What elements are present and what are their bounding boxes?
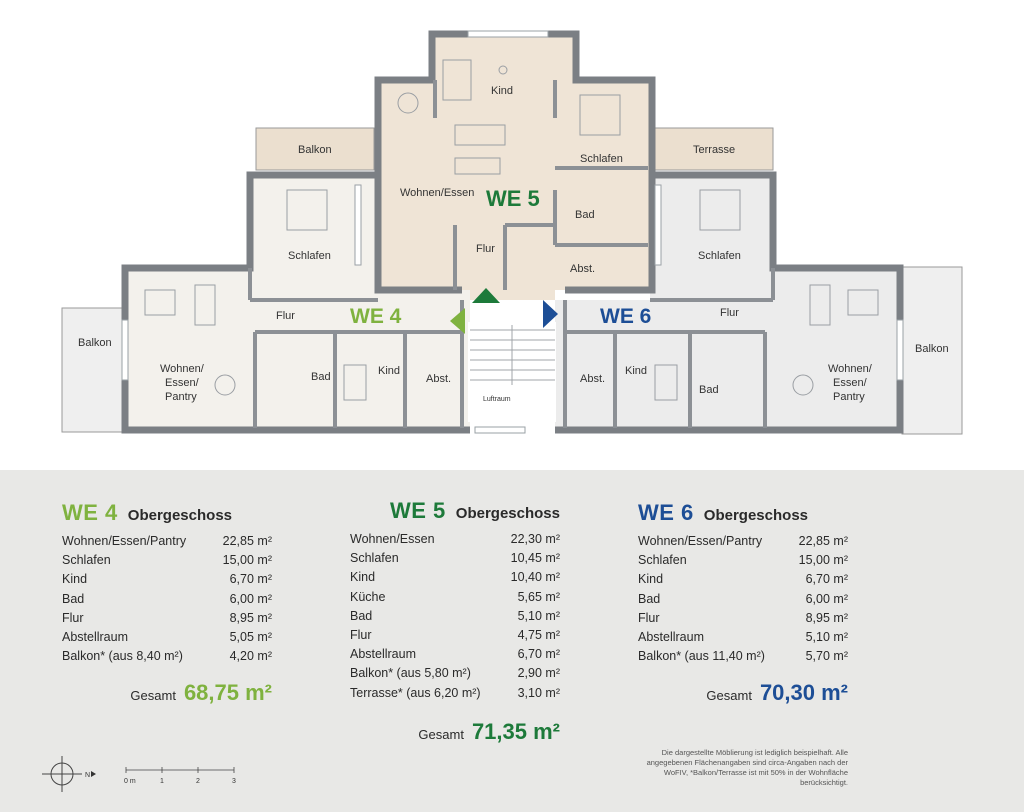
room-label-abst-we4: Abst. [426, 373, 451, 385]
room-label-luftraum: Luftraum [483, 396, 511, 403]
we4-entry-arrow [450, 308, 465, 334]
we4-total: Gesamt 68,75 m² [62, 680, 272, 706]
we5-total-label: Gesamt [418, 726, 464, 742]
we6-heading: WE 6 [638, 500, 694, 525]
terrasse-area [654, 127, 774, 171]
room-label-flur-we6: Flur [720, 307, 739, 319]
table-row: Balkon* (aus 5,80 m²)2,90 m² [350, 666, 560, 681]
we6-floor: Obergeschoss [703, 507, 809, 524]
room-label-kind-top: Kind [491, 85, 513, 97]
room-label-wohnen-we4-1: Wohnen/ [160, 363, 205, 375]
table-row: Balkon* (aus 8,40 m²)4,20 m² [62, 649, 272, 664]
balkon-right-area [901, 266, 963, 435]
we6-total-value: 70,30 m² [759, 680, 848, 706]
room-label-flur-we5: Flur [476, 243, 495, 255]
room-label-wohnen-we4-2: Essen/ [165, 377, 200, 389]
staircase [470, 325, 555, 385]
we5-heading: WE 5 [389, 498, 446, 523]
room-label-schlafen-we6: Schlafen [698, 250, 741, 262]
room-label-wohnen-we6-2: Essen/ [833, 377, 868, 389]
room-label-balkon-left: Balkon [78, 337, 112, 349]
room-label-schlafen-we5: Schlafen [580, 153, 623, 165]
table-row: Terrasse* (aus 6,20 m²)3,10 m² [350, 685, 560, 700]
we5-plan-label: WE 5 [486, 186, 540, 211]
room-label-kind-we4: Kind [378, 365, 400, 377]
area-info-panel [0, 470, 1024, 812]
balkon-left-area [61, 307, 125, 433]
north-label: N [85, 772, 90, 779]
room-label-wohnen-we6-3: Pantry [833, 391, 865, 403]
windows [121, 30, 904, 434]
floor-plan: WE 5 WE 4 WE 6 Kind Wohnen/Essen Schlafe… [61, 30, 963, 435]
scale-label-1: 1 [160, 778, 164, 785]
room-label-abst-we6: Abst. [580, 373, 605, 385]
disclaimer-note: Die dargestellte Möblierung ist lediglic… [646, 748, 848, 787]
scale-label-0: 0 m [124, 778, 136, 785]
scale-bar: N 0 m 1 2 3 [42, 756, 236, 792]
room-label-bad-we6: Bad [699, 384, 719, 396]
furniture [144, 59, 879, 401]
we5-total: Gesamt 71,35 m² [350, 719, 560, 745]
we4-heading: WE 4 [62, 500, 118, 525]
we4-total-value: 68,75 m² [183, 680, 272, 706]
we6-plan-label: WE 6 [600, 305, 651, 328]
room-label-bad-we4: Bad [311, 371, 331, 383]
balkon-top-area [255, 127, 375, 171]
scale-label-3: 3 [232, 778, 236, 785]
room-label-terrasse: Terrasse [693, 144, 735, 156]
room-label-wohnen-essen: Wohnen/Essen [400, 187, 474, 199]
room-label-balkon-right: Balkon [915, 343, 949, 355]
we6-area [555, 178, 902, 430]
we4-area [122, 178, 470, 430]
we5-floor: Obergeschoss [455, 505, 560, 522]
room-label-schlafen-we4: Schlafen [288, 250, 331, 262]
table-row: Balkon* (aus 11,40 m²)5,70 m² [638, 649, 848, 664]
we4-total-label: Gesamt [130, 688, 176, 704]
room-label-kind-we6: Kind [625, 365, 647, 377]
room-label-abst-we5: Abst. [570, 263, 595, 275]
we5-entry-arrow [472, 288, 500, 303]
we5-area [378, 32, 655, 300]
we6-total: Gesamt 70,30 m² [638, 680, 848, 706]
we6-entry-arrow [543, 300, 558, 328]
room-label-balkon-top: Balkon [298, 144, 332, 156]
room-label-wohnen-we4-3: Pantry [165, 391, 197, 403]
room-label-bad-we5: Bad [575, 209, 595, 221]
we4-floor: Obergeschoss [127, 507, 233, 524]
we4-plan-label: WE 4 [350, 305, 402, 328]
we5-total-value: 71,35 m² [471, 718, 560, 744]
room-label-flur-we4: Flur [276, 310, 295, 322]
we6-total-label: Gesamt [706, 688, 752, 704]
room-label-wohnen-we6-1: Wohnen/ [828, 363, 873, 375]
north-compass-icon [42, 756, 82, 792]
north-arrow-icon [91, 771, 96, 777]
scale-label-2: 2 [196, 778, 200, 785]
